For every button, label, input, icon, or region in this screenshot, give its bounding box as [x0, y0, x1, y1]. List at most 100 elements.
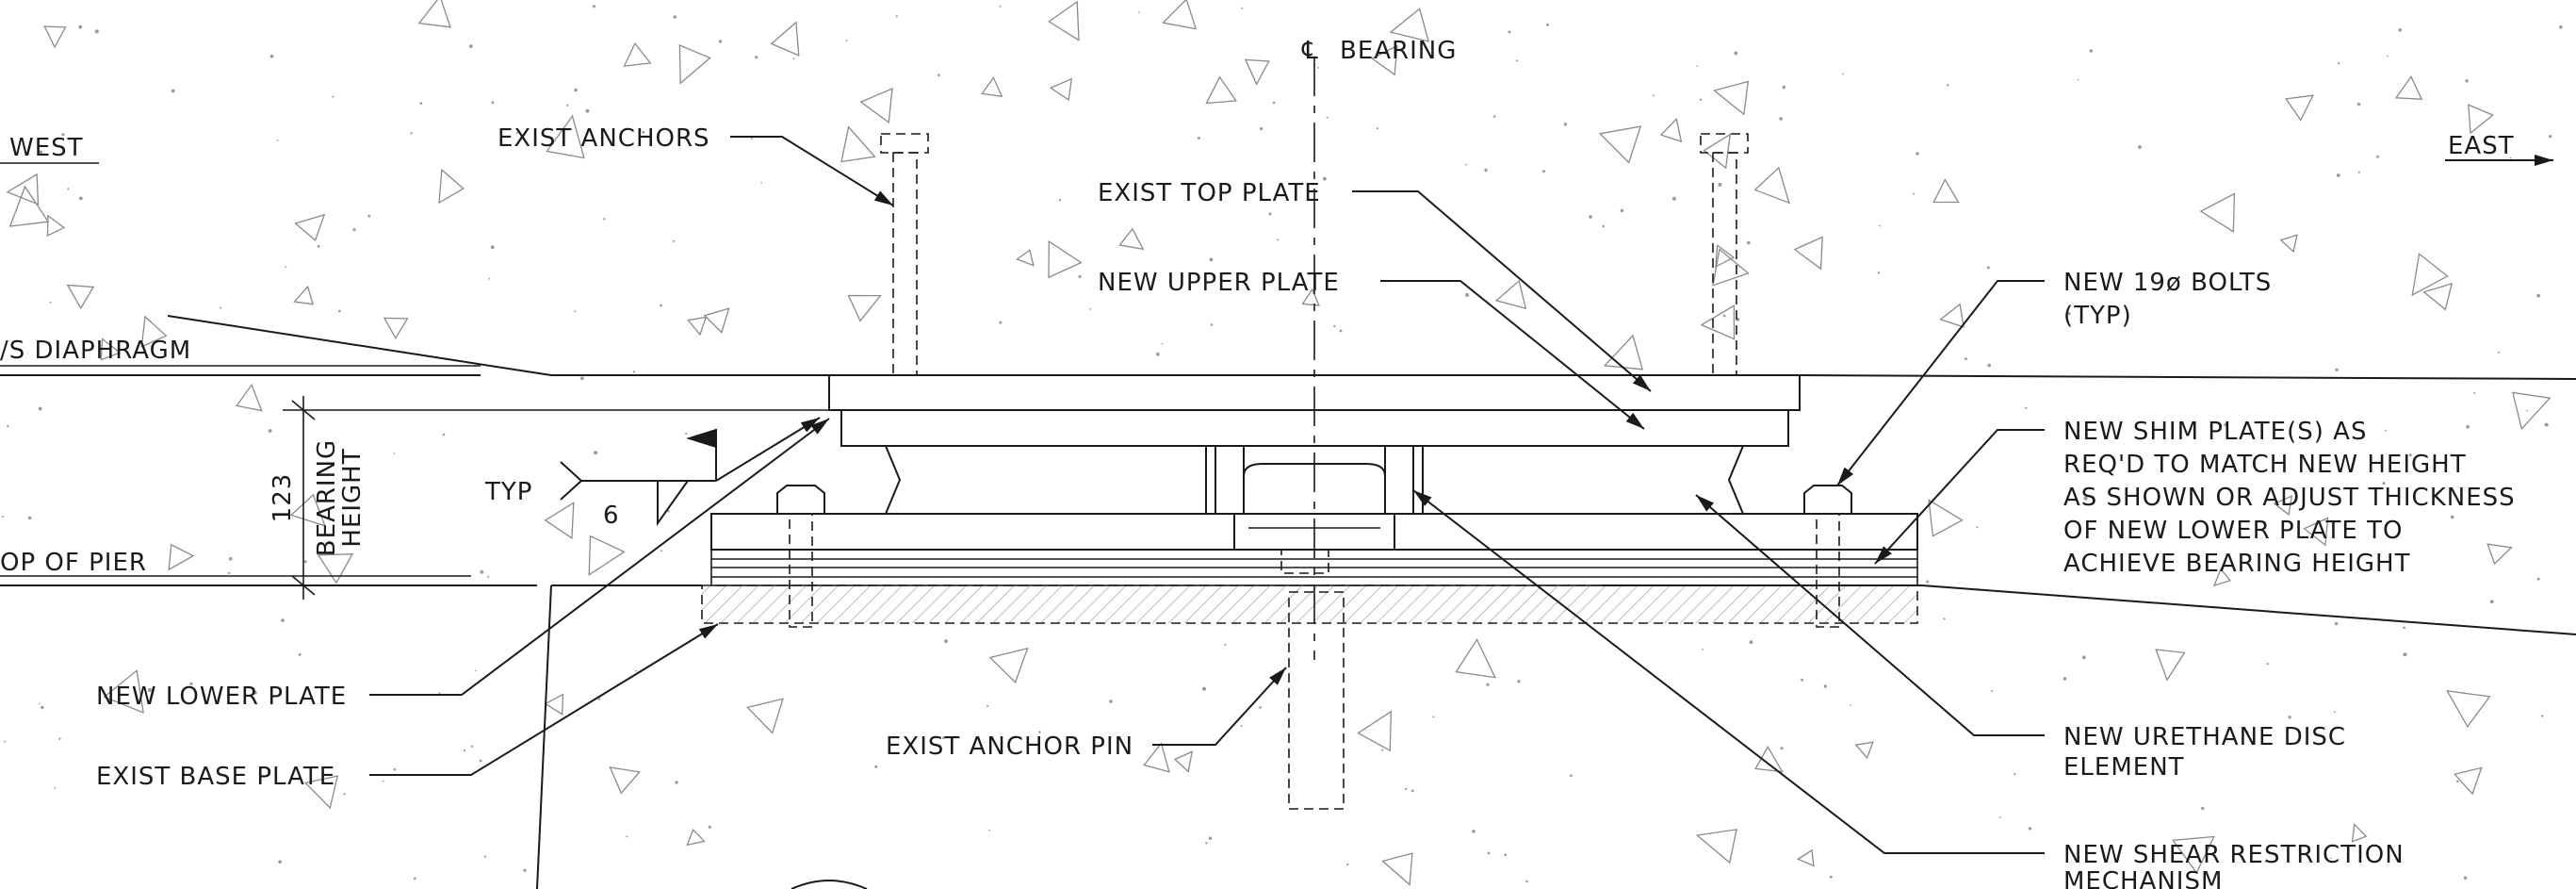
- concrete-aggregate: [1603, 334, 1644, 370]
- concrete-speck: [1986, 266, 1990, 270]
- concrete-speck: [660, 304, 662, 307]
- concrete-speck: [2541, 715, 2544, 717]
- concrete-speck: [603, 218, 606, 221]
- concrete-speck: [1671, 196, 1676, 201]
- concrete-aggregate: [1118, 227, 1145, 251]
- concrete-speck: [1542, 170, 1545, 173]
- concrete-aggregate: [988, 647, 1029, 683]
- concrete-speck: [2132, 527, 2136, 532]
- concrete-speck: [2536, 577, 2540, 581]
- concrete-speck: [1734, 51, 1738, 56]
- concrete-speck: [2028, 827, 2032, 831]
- concrete-aggregate: [168, 543, 195, 571]
- concrete-speck: [475, 669, 477, 672]
- concrete-aggregate: [438, 168, 465, 205]
- concrete-speck: [1926, 580, 1930, 584]
- concrete-speck: [592, 5, 596, 8]
- concrete-aggregate: [1703, 133, 1732, 170]
- concrete-speck: [2135, 860, 2138, 863]
- concrete-speck: [574, 310, 577, 313]
- concrete-speck: [1850, 704, 1852, 706]
- concrete-speck: [1823, 684, 1828, 688]
- concrete-speck: [1038, 731, 1041, 733]
- concrete-aggregate: [687, 316, 708, 337]
- concrete-aggregate: [1016, 249, 1035, 267]
- concrete-speck: [1465, 163, 1467, 166]
- concrete-speck: [988, 830, 990, 831]
- concrete-speck: [278, 860, 282, 864]
- concrete-speck: [1999, 816, 2002, 818]
- concrete-speck: [1842, 73, 1845, 75]
- concrete-speck: [1976, 526, 1979, 529]
- concrete-speck: [895, 15, 898, 18]
- concrete-speck: [2288, 716, 2291, 719]
- concrete-speck: [298, 653, 302, 656]
- concrete-speck: [1272, 101, 1276, 105]
- concrete-speck: [54, 786, 57, 789]
- concrete-speck: [253, 690, 257, 695]
- concrete-speck: [2387, 55, 2389, 58]
- bearing-height-label-2: HEIGHT: [338, 448, 367, 547]
- concrete-speck: [515, 131, 518, 134]
- concrete-speck: [1486, 683, 1490, 686]
- concrete-speck: [171, 89, 175, 93]
- concrete-speck: [2450, 515, 2454, 519]
- concrete-aggregate: [1715, 243, 1736, 269]
- concrete-speck: [2463, 876, 2468, 880]
- concrete-aggregate: [1205, 75, 1237, 105]
- concrete-speck: [393, 767, 397, 771]
- concrete-speck: [1198, 137, 1200, 140]
- concrete-speck: [1487, 851, 1491, 855]
- concrete-speck: [1472, 830, 1475, 833]
- concrete-speck: [352, 228, 356, 232]
- diaphragm-label: /S DIAPHRAGM: [0, 337, 191, 365]
- concrete-aggregate: [1381, 852, 1413, 886]
- concrete-speck: [1317, 67, 1319, 69]
- concrete-speck: [2338, 62, 2340, 65]
- concrete-speck: [281, 618, 285, 622]
- concrete-aggregate: [294, 213, 326, 242]
- concrete-aggregate: [1598, 125, 1642, 164]
- concrete-aggregate: [46, 214, 66, 238]
- concrete-speck: [490, 245, 495, 250]
- concrete-aggregate: [1754, 745, 1784, 773]
- concrete-aggregate: [981, 76, 1003, 97]
- bearing-height-label-1: BEARING: [313, 439, 341, 556]
- concrete-speck: [1339, 329, 1343, 333]
- concrete-aggregate: [383, 317, 409, 339]
- concrete-speck: [1779, 117, 1783, 121]
- concrete-speck: [999, 5, 1002, 8]
- concrete-aggregate: [770, 21, 800, 57]
- concrete-speck: [660, 550, 662, 552]
- concrete-speck: [1746, 240, 1751, 245]
- exist-anchor-pin-label: EXIST ANCHOR PIN: [886, 733, 1133, 761]
- concrete-speck: [1699, 98, 1703, 101]
- concrete-aggregate: [588, 535, 626, 577]
- concrete-aggregate: [1932, 178, 1960, 204]
- concrete-speck: [1202, 686, 1206, 691]
- concrete-speck: [1241, 7, 1244, 9]
- concrete-speck: [1, 515, 4, 518]
- concrete-speck: [67, 188, 70, 190]
- detail-bubble: [791, 880, 868, 889]
- concrete-speck: [2089, 49, 2093, 53]
- weld-typ-label: TYP: [484, 478, 532, 506]
- concrete-aggregate: [43, 25, 67, 49]
- concrete-speck: [2465, 79, 2469, 83]
- concrete-speck: [413, 877, 416, 881]
- concrete-speck: [2356, 102, 2361, 107]
- concrete-speck: [61, 133, 65, 137]
- weld-size-label: 6: [603, 502, 620, 530]
- concrete-speck: [2077, 78, 2079, 81]
- concrete-aggregate: [1753, 166, 1790, 205]
- concrete-aggregate: [686, 829, 706, 847]
- concrete-speck: [2376, 155, 2379, 158]
- east-label: EAST: [2448, 132, 2515, 160]
- concrete-aggregate: [2486, 543, 2513, 566]
- concrete-speck: [464, 749, 466, 752]
- concrete-speck: [1782, 85, 1786, 90]
- concrete-aggregate: [2279, 234, 2298, 254]
- concrete-aggregate: [544, 693, 564, 716]
- labels: ℄ BEARING WEST EAST /S DIAPHRAGM OP OF P…: [0, 37, 2515, 889]
- concrete-speck: [1504, 853, 1508, 857]
